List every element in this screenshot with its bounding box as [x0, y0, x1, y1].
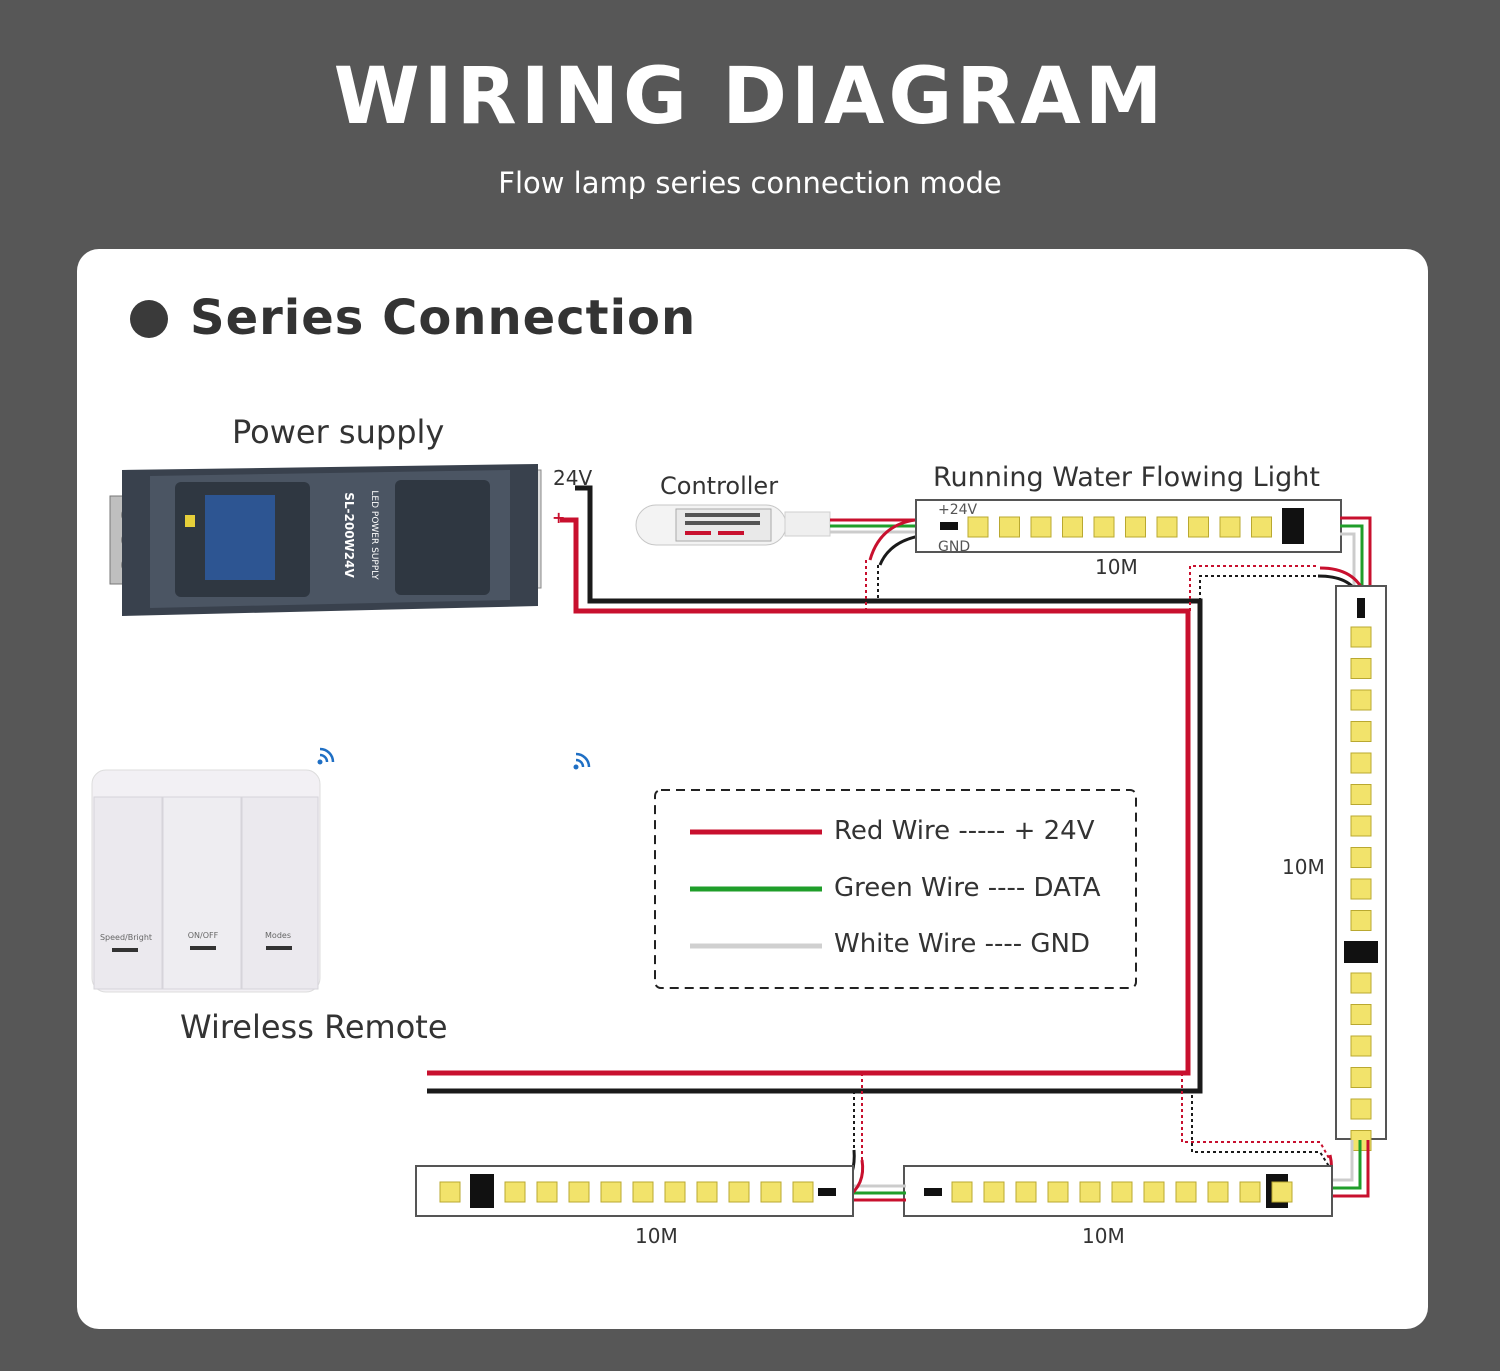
led-chip: [439, 1181, 461, 1203]
led-chip: [1047, 1181, 1069, 1203]
led-chip: [1350, 752, 1372, 774]
length-label-top: 10M: [1095, 555, 1138, 579]
pin-plus-label: +24V: [938, 502, 978, 518]
plus-label: +: [552, 508, 566, 527]
length-label-right: 10M: [1282, 855, 1325, 879]
led-chip: [664, 1181, 686, 1203]
remote-unit: Speed/Bright ON/OFF Modes: [91, 769, 321, 993]
led-chip: [1350, 1004, 1372, 1025]
led-chip: [1350, 1067, 1372, 1088]
led-chip: [536, 1181, 558, 1203]
led-chip: [1111, 1181, 1133, 1203]
led-chip: [696, 1181, 718, 1203]
led-chip: [983, 1181, 1005, 1203]
strip-bottom-left: [415, 1165, 854, 1217]
led-chip: [600, 1181, 622, 1203]
led-chip: [1350, 878, 1372, 900]
led-chip: [1271, 1181, 1293, 1203]
remote-button-onoff: ON/OFF: [188, 931, 219, 940]
led-chip: [1350, 689, 1372, 711]
power-supply-unit: SL-200W24V LED POWER SUPPLY: [109, 464, 542, 616]
black-wire-main: [427, 485, 1203, 1094]
power-supply-label: Power supply: [232, 413, 445, 451]
led-chip: [1093, 516, 1115, 538]
led-chip: [1350, 658, 1372, 679]
strip-bottom-right: [903, 1165, 1333, 1217]
legend-item-white: White Wire ---- GND: [834, 929, 1091, 959]
remote-button-modes: Modes: [265, 931, 291, 940]
strip-label: Running Water Flowing Light: [933, 462, 1320, 493]
wireless-signal-icon: [317, 747, 335, 765]
bullet-icon: [130, 300, 168, 338]
remote-label: Wireless Remote: [180, 1008, 448, 1046]
led-chip: [728, 1181, 750, 1203]
red-wire-main: [427, 517, 1191, 1076]
length-label-bottom-right: 10M: [1082, 1224, 1125, 1248]
led-chip: [1015, 1181, 1037, 1203]
led-chip: [1219, 516, 1241, 538]
led-chip: [1350, 1098, 1372, 1120]
page-title: WIRING DIAGRAM: [333, 52, 1167, 142]
led-chip: [1143, 1181, 1165, 1203]
led-chip: [1188, 516, 1209, 538]
section-title: Series Connection: [190, 290, 697, 346]
led-chip: [1350, 784, 1372, 805]
led-chip: [1239, 1181, 1261, 1203]
led-chip: [760, 1181, 782, 1203]
led-chip: [1156, 516, 1178, 538]
led-chip: [1350, 847, 1372, 868]
led-chip: [632, 1181, 654, 1203]
pin-gnd-label: GND: [938, 539, 970, 555]
controller-label: Controller: [660, 472, 779, 500]
remote-button-speed: Speed/Bright: [100, 933, 152, 942]
led-chip: [1350, 910, 1372, 931]
led-chip: [1350, 721, 1372, 742]
led-chip: [951, 1181, 973, 1203]
ps-brand-text: LED POWER SUPPLY: [369, 490, 379, 580]
length-label-bottom-left: 10M: [635, 1224, 678, 1248]
controller-unit: [635, 504, 831, 546]
page-subtitle: Flow lamp series connection mode: [498, 166, 1002, 200]
led-chip: [792, 1181, 814, 1203]
led-chip: [1350, 1035, 1372, 1057]
led-chip: [999, 516, 1020, 538]
legend-item-red: Red Wire ----- + 24V: [834, 816, 1095, 846]
legend-item-green: Green Wire ---- DATA: [834, 873, 1101, 903]
wireless-signal-icon: [573, 752, 591, 770]
led-chip: [1079, 1181, 1101, 1203]
led-chip: [1251, 516, 1272, 538]
led-chip: [1062, 516, 1083, 538]
strip-right: [1335, 585, 1387, 1151]
led-chip: [568, 1181, 590, 1203]
led-chip: [504, 1181, 526, 1203]
led-chip: [1030, 516, 1052, 538]
led-chip: [1125, 516, 1146, 538]
led-chip: [967, 516, 989, 538]
legend-box: [654, 789, 1137, 989]
led-chip: [1207, 1181, 1229, 1203]
led-chip: [1175, 1181, 1197, 1203]
led-chip: [1350, 815, 1372, 837]
strip-top: +24V GND: [915, 499, 1342, 555]
voltage-label: 24V: [553, 466, 593, 490]
led-chip: [1350, 626, 1372, 648]
led-chip: [1350, 972, 1372, 994]
ps-model-text: SL-200W24V: [342, 492, 356, 578]
